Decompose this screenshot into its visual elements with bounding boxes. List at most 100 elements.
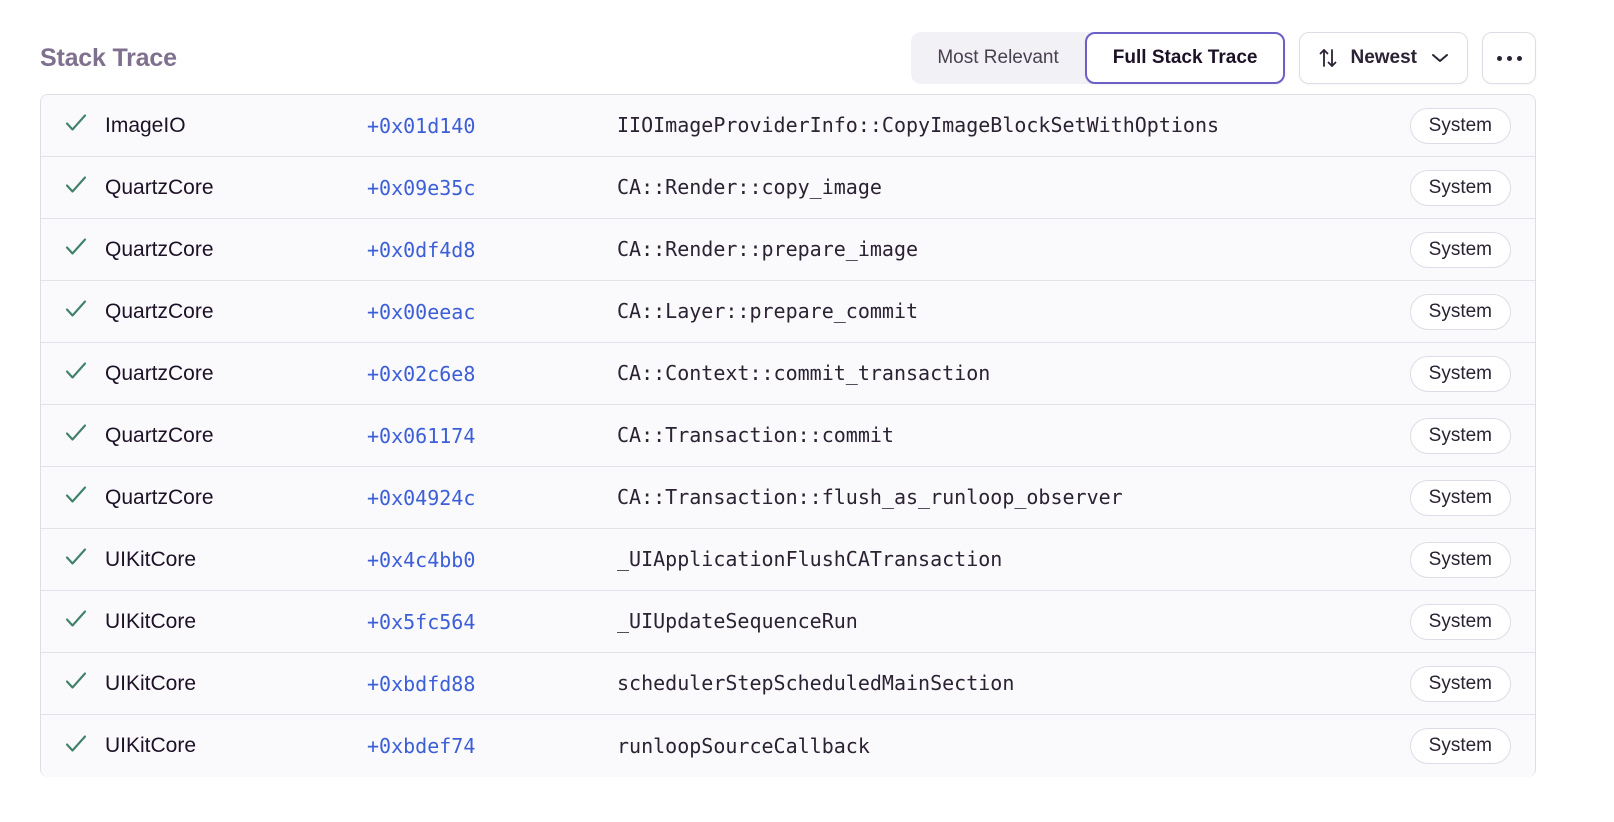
frame-module: UIKitCore [105, 609, 197, 633]
check-icon [63, 358, 89, 389]
table-row[interactable]: UIKitCore +0x4c4bb0 _UIApplicationFlushCAT… [41, 529, 1535, 591]
frame-badge-cell: System [1409, 728, 1511, 764]
frame-badge-cell: System [1409, 355, 1511, 392]
frame-module: QuartzCore [105, 175, 214, 199]
table-row[interactable]: UIKitCore +0x5fc564 _UIUpdateSequenceRun Sy… [41, 591, 1535, 653]
frame-offset-link[interactable]: +0x01d140 [367, 113, 476, 138]
frame-module: UIKitCore [105, 547, 197, 571]
frame-status [63, 110, 105, 141]
check-icon [63, 234, 89, 265]
table-row[interactable]: QuartzCore +0x09e35c CA::Render::copy_imag… [41, 157, 1535, 219]
check-icon [63, 606, 89, 637]
status-badge: System [1409, 479, 1511, 516]
frame-badge-cell: System [1409, 231, 1511, 268]
sort-label: Newest [1350, 47, 1417, 68]
check-icon [63, 110, 89, 141]
frame-module: QuartzCore [105, 485, 214, 509]
frame-badge-cell: System [1409, 603, 1511, 640]
overflow-menu-button[interactable] [1482, 32, 1536, 84]
frame-status [63, 234, 105, 265]
header-controls: Most Relevant Full Stack Trace Newest [911, 32, 1536, 84]
frame-module: QuartzCore [105, 361, 214, 385]
frame-offset-link[interactable]: +0x00eeac [367, 299, 476, 324]
status-badge: System [1409, 541, 1511, 578]
frame-status [63, 420, 105, 451]
frame-function: IIOImageProviderInfo::CopyImageBlockSetW… [617, 113, 1220, 137]
check-icon [63, 482, 89, 513]
frame-badge-cell: System [1409, 107, 1511, 144]
frame-badge-cell: System [1409, 417, 1511, 454]
check-icon [63, 420, 89, 451]
frame-badge-cell: System [1409, 541, 1511, 578]
frame-module: QuartzCore [105, 237, 214, 261]
frame-function: runloopSourceCallback [617, 733, 870, 758]
status-badge: System [1409, 665, 1511, 702]
status-badge: System [1409, 107, 1511, 144]
status-badge: System [1409, 293, 1511, 330]
ellipsis-icon-dot-2 [1506, 55, 1512, 61]
frame-function: schedulerStepScheduledMainSection [617, 671, 1015, 695]
check-icon [63, 296, 89, 327]
frame-badge-cell: System [1409, 293, 1511, 330]
table-row[interactable]: QuartzCore +0x061174 CA::Transaction::comm… [41, 405, 1535, 467]
frame-module: QuartzCore [105, 423, 214, 447]
segment-full-stack-trace[interactable]: Full Stack Trace [1084, 32, 1286, 84]
frame-offset-link[interactable]: +0x061174 [367, 423, 476, 448]
frame-function: CA::Render::copy_image [617, 175, 882, 199]
frame-status [63, 544, 105, 575]
frame-badge-cell: System [1409, 169, 1511, 206]
check-icon [63, 172, 89, 203]
frame-status [63, 482, 105, 513]
frame-status [63, 172, 105, 203]
frame-badge-cell: System [1409, 479, 1511, 516]
frame-status [63, 606, 105, 637]
frame-function: CA::Layer::prepare_commit [617, 299, 919, 323]
table-row[interactable]: QuartzCore +0x0df4d8 CA::Render::prepare_i… [41, 219, 1535, 281]
status-badge: System [1409, 728, 1511, 764]
frame-function: CA::Render::prepare_image [617, 237, 919, 261]
frame-badge-cell: System [1409, 665, 1511, 702]
sort-button[interactable]: Newest [1299, 32, 1468, 84]
check-icon [63, 668, 89, 699]
frame-function: CA::Transaction::commit [617, 423, 894, 447]
frame-function: _UIApplicationFlushCATransaction [617, 547, 1003, 571]
frame-module: QuartzCore [105, 299, 214, 323]
frame-status [63, 296, 105, 327]
frame-status [63, 731, 105, 762]
table-row[interactable]: QuartzCore +0x00eeac CA::Layer::prepare_co… [41, 281, 1535, 343]
page-title: Stack Trace [40, 43, 177, 72]
frame-module: UIKitCore [105, 734, 197, 757]
frame-module: ImageIO [105, 113, 186, 137]
frame-offset-link[interactable]: +0x09e35c [367, 175, 476, 200]
frame-offset-link[interactable]: +0xbdfd88 [367, 671, 476, 696]
frame-function: CA::Context::commit_transaction [617, 361, 991, 385]
status-badge: System [1409, 603, 1511, 640]
table-row[interactable]: UIKitCore +0xbdfd88 schedulerStepScheduled… [41, 653, 1535, 715]
table-row[interactable]: QuartzCore +0x04924c CA::Transaction::flus… [41, 467, 1535, 529]
check-icon [63, 544, 89, 575]
frame-offset-link[interactable]: +0x02c6e8 [367, 361, 476, 386]
frame-function: _UIUpdateSequenceRun [617, 609, 858, 633]
frame-offset-link[interactable]: +0x4c4bb0 [367, 547, 476, 572]
table-row[interactable]: QuartzCore +0x02c6e8 CA::Context::commit_t… [41, 343, 1535, 405]
frame-offset-link[interactable]: +0x04924c [367, 485, 476, 510]
table-row[interactable]: ImageIO +0x01d140 IIOImageProviderInfo::Co… [41, 95, 1535, 157]
stack-frames-scroll-area[interactable]: ImageIO +0x01d140 IIOImageProviderInfo::Co… [40, 94, 1536, 822]
frame-offset-link[interactable]: +0x0df4d8 [367, 237, 476, 262]
table-row[interactable]: UIKitCore +0xbdef74 runloopSourceCallback S… [41, 715, 1535, 777]
frame-module: UIKitCore [105, 671, 197, 695]
status-badge: System [1409, 417, 1511, 454]
sort-arrows-icon [1318, 47, 1338, 69]
chevron-down-icon [1431, 52, 1449, 64]
status-badge: System [1409, 355, 1511, 392]
frame-offset-link[interactable]: +0xbdef74 [367, 734, 476, 758]
stack-frames-list: ImageIO +0x01d140 IIOImageProviderInfo::Co… [40, 94, 1536, 777]
frame-status [63, 358, 105, 389]
frame-function: CA::Transaction::flush_as_runloop_observ… [617, 485, 1123, 509]
segment-most-relevant[interactable]: Most Relevant [911, 32, 1084, 84]
status-badge: System [1409, 169, 1511, 206]
frame-status [63, 668, 105, 699]
stack-view-segmented-control[interactable]: Most Relevant Full Stack Trace [911, 32, 1286, 84]
frame-offset-link[interactable]: +0x5fc564 [367, 609, 476, 634]
